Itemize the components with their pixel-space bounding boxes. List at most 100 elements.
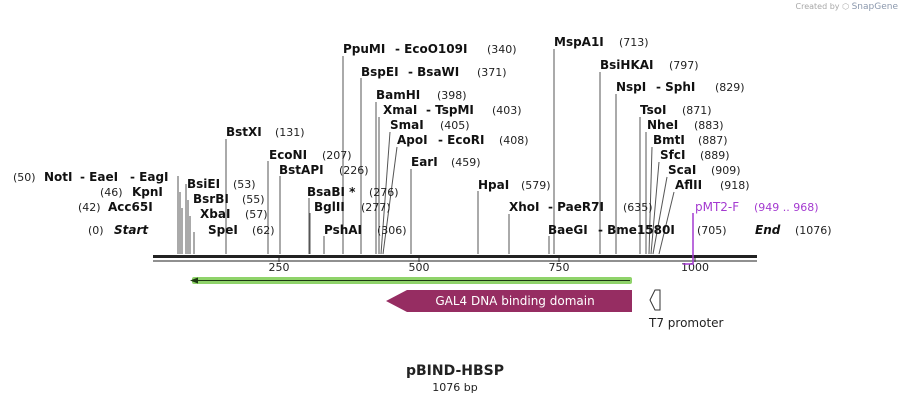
site-position: (226) — [339, 164, 369, 177]
site-position: (371) — [477, 66, 507, 79]
site-position: (53) — [233, 178, 256, 191]
credit-brand: SnapGene — [851, 2, 898, 12]
feature-arrow — [386, 290, 632, 312]
ruler: 250 500 750 1000 — [269, 258, 709, 274]
leader-line — [650, 161, 660, 255]
site-position: (276) — [369, 186, 399, 199]
site-label: BsaBI * — [307, 185, 356, 199]
site-label: ApoI — [397, 133, 428, 147]
site-label: - EaeI — [80, 170, 118, 184]
site-position: (55) — [242, 193, 265, 206]
site-position: (306) — [377, 224, 407, 237]
site-position: (579) — [521, 179, 551, 192]
site-label: Acc65I — [108, 200, 153, 214]
site-label: KpnI — [132, 185, 163, 199]
site-label: BaeGI — [548, 223, 588, 237]
site-position: (42) — [78, 201, 101, 214]
site-label: ScaI — [668, 163, 696, 177]
site-position: (889) — [700, 149, 730, 162]
site-label: BsiEI — [187, 177, 220, 191]
site-position: (62) — [252, 224, 275, 237]
site-label: - SphI — [656, 80, 695, 94]
primer-name: pMT2-F — [695, 200, 739, 214]
orf-arrow[interactable] — [190, 277, 632, 284]
site-label: NspI — [616, 80, 646, 94]
feature-label: T7 promoter — [648, 316, 724, 330]
site-position: (883) — [694, 119, 724, 132]
site-label: XbaI — [200, 207, 230, 221]
ruler-tick-label: 500 — [409, 261, 430, 274]
site-position: (277) — [361, 201, 391, 214]
start-position: (0) — [88, 224, 104, 237]
site-position: (797) — [669, 59, 699, 72]
site-label: BamHI — [376, 88, 420, 102]
site-position: (705) — [697, 224, 727, 237]
site-position: (713) — [619, 36, 649, 49]
site-leader-lines — [177, 49, 675, 255]
map-bounds: (0) Start End (1076) — [88, 223, 832, 237]
site-position: (403) — [492, 104, 522, 117]
site-label: HpaI — [478, 178, 509, 192]
site-position: (459) — [451, 156, 481, 169]
ruler-tick-label: 1000 — [681, 261, 709, 274]
site-label: EarI — [411, 155, 438, 169]
primer-range: (949 .. 968) — [754, 201, 819, 214]
site-position: (887) — [698, 134, 728, 147]
snapgene-credit: Created by ⬡ SnapGene — [796, 2, 899, 12]
leader-line — [380, 131, 391, 255]
end-position: (1076) — [795, 224, 832, 237]
end-label: End — [755, 223, 781, 237]
site-label: - EcoO109I — [395, 42, 467, 56]
site-position: (398) — [437, 89, 467, 102]
site-label: SmaI — [390, 118, 424, 132]
site-label: BstAPI — [279, 163, 324, 177]
site-position: (131) — [275, 126, 305, 139]
site-position: (405) — [440, 119, 470, 132]
site-label: - EagI — [130, 170, 169, 184]
primer-pMT2-F[interactable]: pMT2-F (949 .. 968) — [683, 200, 819, 265]
site-label: SfcI — [660, 148, 685, 162]
site-label: BmtI — [653, 133, 685, 147]
ruler-tick-label: 250 — [269, 261, 290, 274]
site-labels: (50) NotI - EaeI - EagI (46) KpnI (42) A… — [13, 35, 750, 237]
site-position: (50) — [13, 171, 36, 184]
site-position: (46) — [100, 186, 123, 199]
site-position: (829) — [715, 81, 745, 94]
site-label: - BsaWI — [408, 65, 459, 79]
site-label: - PaeR7I — [548, 200, 604, 214]
site-label: BsiHKAI — [600, 58, 654, 72]
map-length: 1076 bp — [432, 381, 478, 394]
site-label: TsoI — [640, 103, 666, 117]
leader-line — [648, 146, 653, 255]
feature-gal4-dbd[interactable]: GAL4 DNA binding domain — [386, 290, 632, 312]
site-label: PshAI — [324, 223, 362, 237]
site-label: AflII — [675, 178, 702, 192]
start-label: Start — [114, 223, 149, 237]
site-position: (918) — [720, 179, 750, 192]
leader-line — [658, 191, 675, 255]
leader-line — [652, 176, 668, 255]
site-label: NheI — [647, 118, 678, 132]
site-label: SpeI — [208, 223, 238, 237]
leader-line — [382, 146, 398, 255]
promoter-arrow-icon — [649, 289, 661, 311]
map-title: pBIND-HBSP — [405, 363, 505, 379]
site-label: BsrBI — [193, 192, 229, 206]
ruler-tick-label: 750 — [549, 261, 570, 274]
site-label: BglII — [314, 200, 345, 214]
site-position: (408) — [499, 134, 529, 147]
site-label: NotI — [44, 170, 73, 184]
credit-prefix: Created by — [795, 2, 840, 11]
feature-label: GAL4 DNA binding domain — [435, 294, 594, 308]
site-position: (871) — [682, 104, 712, 117]
site-label: BstXI — [226, 125, 262, 139]
site-position: (340) — [487, 43, 517, 56]
site-label: MspA1I — [554, 35, 604, 49]
site-position: (635) — [623, 201, 653, 214]
feature-t7-promoter[interactable]: T7 promoter — [648, 289, 724, 330]
site-label: - Bme1580I — [598, 223, 675, 237]
primer-bracket — [683, 213, 694, 265]
site-position: (207) — [322, 149, 352, 162]
backbone — [153, 255, 757, 262]
